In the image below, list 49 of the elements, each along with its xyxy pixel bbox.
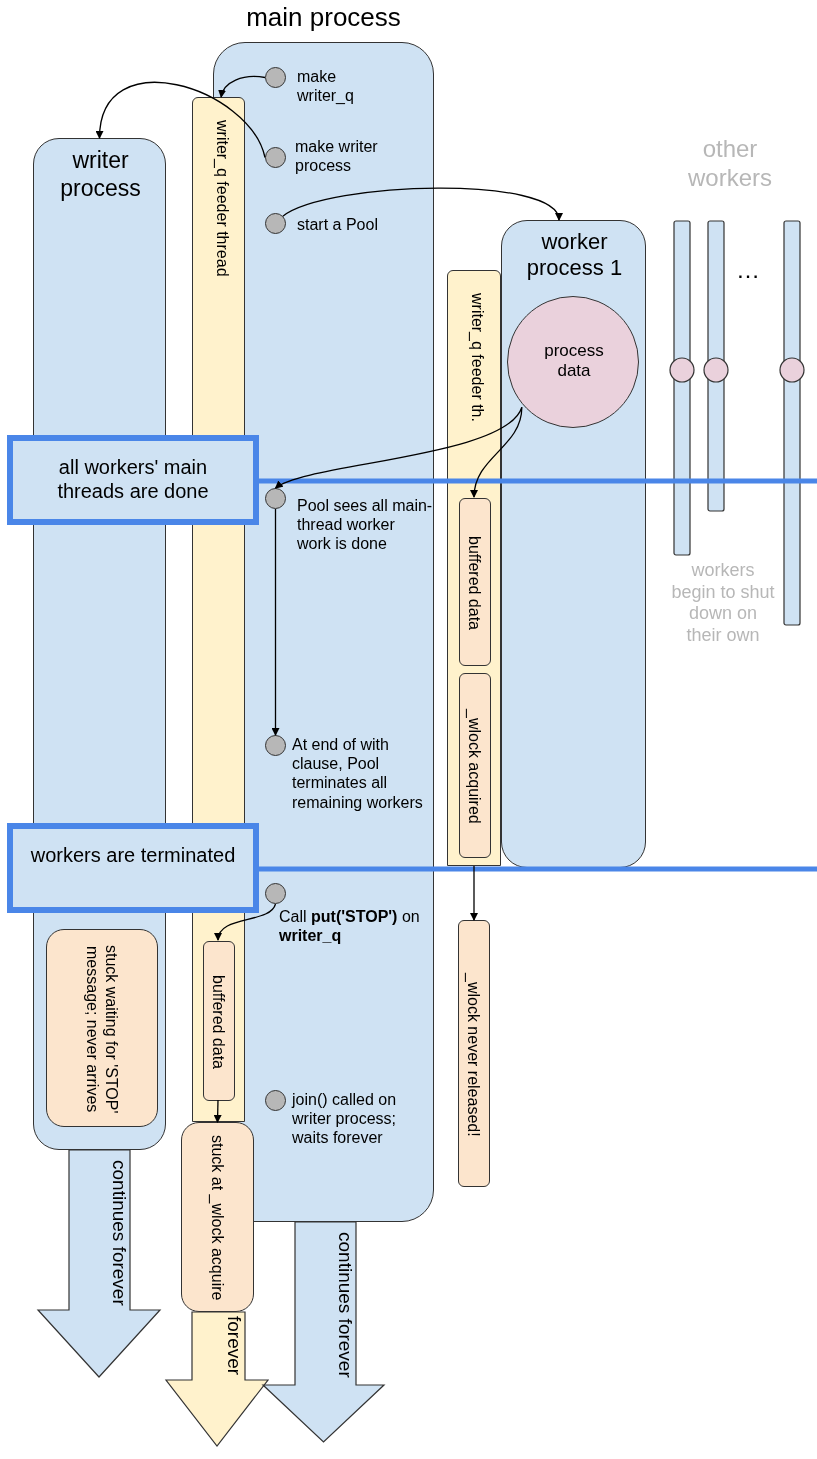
state-box [459,673,491,858]
circle-label: process data [543,341,605,382]
arrow-label: forever [223,1316,245,1376]
lane-title: main process [245,2,402,34]
event-box [7,823,259,913]
step-label: Call put('STOP') on writer_q [279,907,421,946]
arrow [470,406,523,498]
state-label: stuck waiting for 'STOP' message; never arrives [82,943,121,1116]
state-box [203,941,235,1101]
lane-title: writer process [59,147,142,203]
arrow [271,508,280,736]
state-label: buffered data [465,535,485,632]
process-lane-box [501,220,646,868]
state-label: stuck at _wlock acquire [207,1134,227,1303]
thread-band [447,270,501,866]
worker-lane-bar [669,220,695,556]
state-label: _wlock acquired [465,707,485,826]
event-label: workers are terminated [29,843,237,867]
lane-title: worker process 1 [525,229,624,282]
step-label: start a Pool [297,215,379,235]
state-box [459,498,491,666]
arrow [282,187,560,221]
step-label: At end of with clause, Pool terminates all remaining workers [292,735,424,812]
arrow-label: continues forever [334,1232,356,1378]
step-label: Pool sees all main-thread worker work is done [297,496,433,554]
event-label: all workers' main threads are done [56,455,210,503]
band-label: writer_q feeder thread [212,120,232,277]
state-label: buffered data [209,974,229,1071]
arrow [96,81,266,159]
arrow [470,865,478,921]
ellipsis: … [735,256,761,285]
event-box [7,435,259,525]
arrow-label: continues forever [108,1160,130,1306]
state-box [458,920,490,1187]
arrow [274,406,523,489]
annotation-text: workers begin to shut down on their own [670,560,776,647]
step-label: make writer_q [297,67,355,106]
state-box [181,1122,254,1312]
arrow [213,1099,222,1123]
arrow [215,903,277,941]
step-label: join() called on writer process; waits forever [292,1090,398,1148]
worker-lane-bar [703,220,729,512]
worker-lane-bar [779,220,805,626]
arrow [218,75,266,98]
state-label: _wlock never released! [464,971,484,1139]
annotation-text: other workers [687,135,773,193]
band-label: writer_q feeder th. [468,293,487,422]
state-box [46,929,158,1127]
step-label: make writer process [295,137,379,176]
